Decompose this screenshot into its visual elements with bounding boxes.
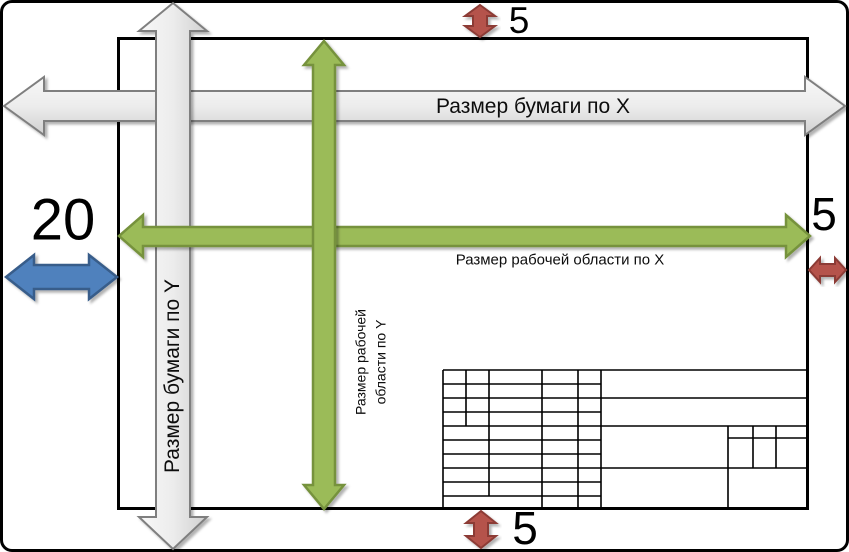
- paper-height-label: Размер бумаги по Y: [160, 278, 184, 474]
- workarea-height-label-line2: области по Y: [373, 319, 389, 405]
- paper-width-label: Размер бумаги по X: [435, 94, 631, 118]
- top-margin-value: 5: [508, 0, 530, 41]
- right-margin-value: 5: [811, 188, 837, 240]
- workarea-height-label-line1: Размер рабочей: [352, 309, 369, 415]
- workarea-width-label: Размер рабочей области по X: [455, 251, 665, 269]
- workarea-height-label: Размер рабочей области по Y: [351, 309, 392, 415]
- left-margin-value: 20: [30, 187, 96, 253]
- bottom-margin-value: 5: [512, 502, 538, 552]
